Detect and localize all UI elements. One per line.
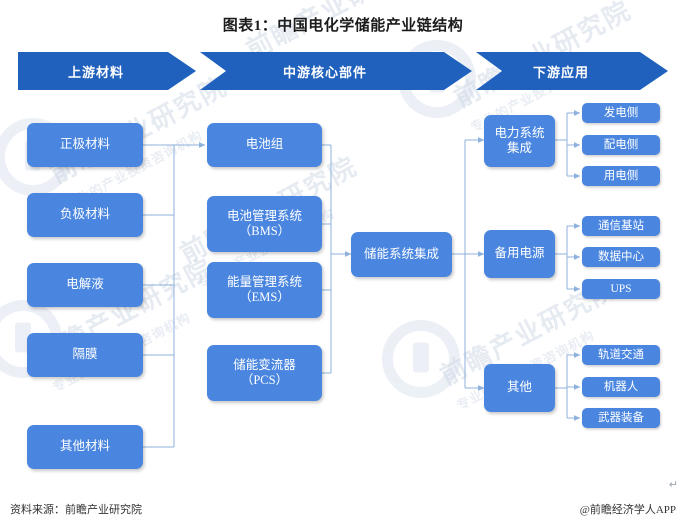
- paragraph-mark: ↵: [668, 479, 678, 491]
- node-upstream-1[interactable]: 负极材料: [27, 193, 143, 237]
- node-downstream-0-child-1[interactable]: 配电侧: [582, 135, 660, 155]
- footer-source-label: 资料来源：前瞻产业研究院: [10, 504, 142, 516]
- node-downstream-0-child-2[interactable]: 用电侧: [582, 166, 660, 186]
- node-midstream-3[interactable]: 储能变流器 （PCS）: [207, 345, 322, 401]
- node-downstream-2-child-0[interactable]: 轨道交通: [582, 345, 660, 365]
- node-midstream-1[interactable]: 电池管理系统 （BMS）: [207, 196, 322, 252]
- node-downstream-group-2[interactable]: 其他: [484, 364, 555, 412]
- node-upstream-4[interactable]: 其他材料: [27, 425, 143, 469]
- node-upstream-3[interactable]: 隔膜: [27, 333, 143, 377]
- node-midstream-0[interactable]: 电池组: [207, 123, 322, 167]
- node-downstream-group-0[interactable]: 电力系统 集成: [484, 115, 555, 167]
- node-downstream-1-child-1[interactable]: 数据中心: [582, 247, 660, 267]
- node-upstream-2[interactable]: 电解液: [27, 263, 143, 307]
- page-title: 图表1：中国电化学储能产业链结构: [222, 18, 464, 34]
- node-midstream-2[interactable]: 能量管理系统 （EMS）: [207, 262, 322, 318]
- node-downstream-2-child-2[interactable]: 武器装备: [582, 408, 660, 428]
- footer-brand-label: @前瞻经济学人APP: [579, 504, 676, 516]
- node-downstream-1-child-0[interactable]: 通信基站: [582, 216, 660, 236]
- node-downstream-1-child-2[interactable]: UPS: [582, 279, 660, 299]
- stage-chevron-midstream: 中游核心部件: [200, 52, 472, 90]
- stage-banner: 上游材料 中游核心部件 下游应用: [18, 52, 668, 90]
- stage-chevron-downstream: 下游应用: [476, 52, 668, 90]
- stage-chevron-upstream: 上游材料: [18, 52, 196, 90]
- node-downstream-group-1[interactable]: 备用电源: [484, 230, 555, 278]
- node-energy-storage-system-integration[interactable]: 储能系统集成: [351, 232, 452, 277]
- node-downstream-0-child-0[interactable]: 发电侧: [582, 103, 660, 123]
- node-upstream-0[interactable]: 正极材料: [27, 123, 143, 167]
- node-downstream-2-child-1[interactable]: 机器人: [582, 377, 660, 397]
